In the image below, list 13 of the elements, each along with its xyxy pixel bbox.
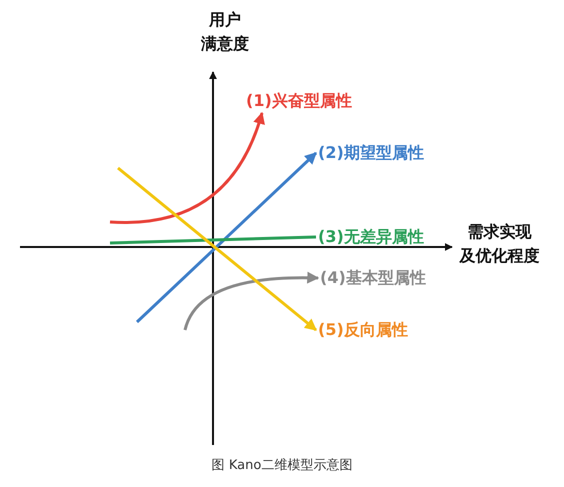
caption: 图 Kano二维模型示意图 [212, 458, 352, 473]
curve-arrow [184, 272, 320, 330]
attribute-label: (4)基本型属性 [320, 268, 426, 288]
attribute-label: (1)兴奋型属性 [246, 91, 352, 111]
axis-label: 需求实现及优化程度 [458, 221, 540, 267]
attribute-label: (5)反向属性 [318, 320, 408, 340]
attribute-label: (3)无差异属性 [318, 227, 424, 247]
curve-arrow [136, 152, 318, 324]
curve-arrow [117, 166, 317, 332]
curve-line [110, 236, 316, 244]
curve-arrow [110, 112, 264, 224]
axis-label: 用户满意度 [200, 9, 250, 55]
attribute-label: (2)期望型属性 [318, 143, 424, 163]
